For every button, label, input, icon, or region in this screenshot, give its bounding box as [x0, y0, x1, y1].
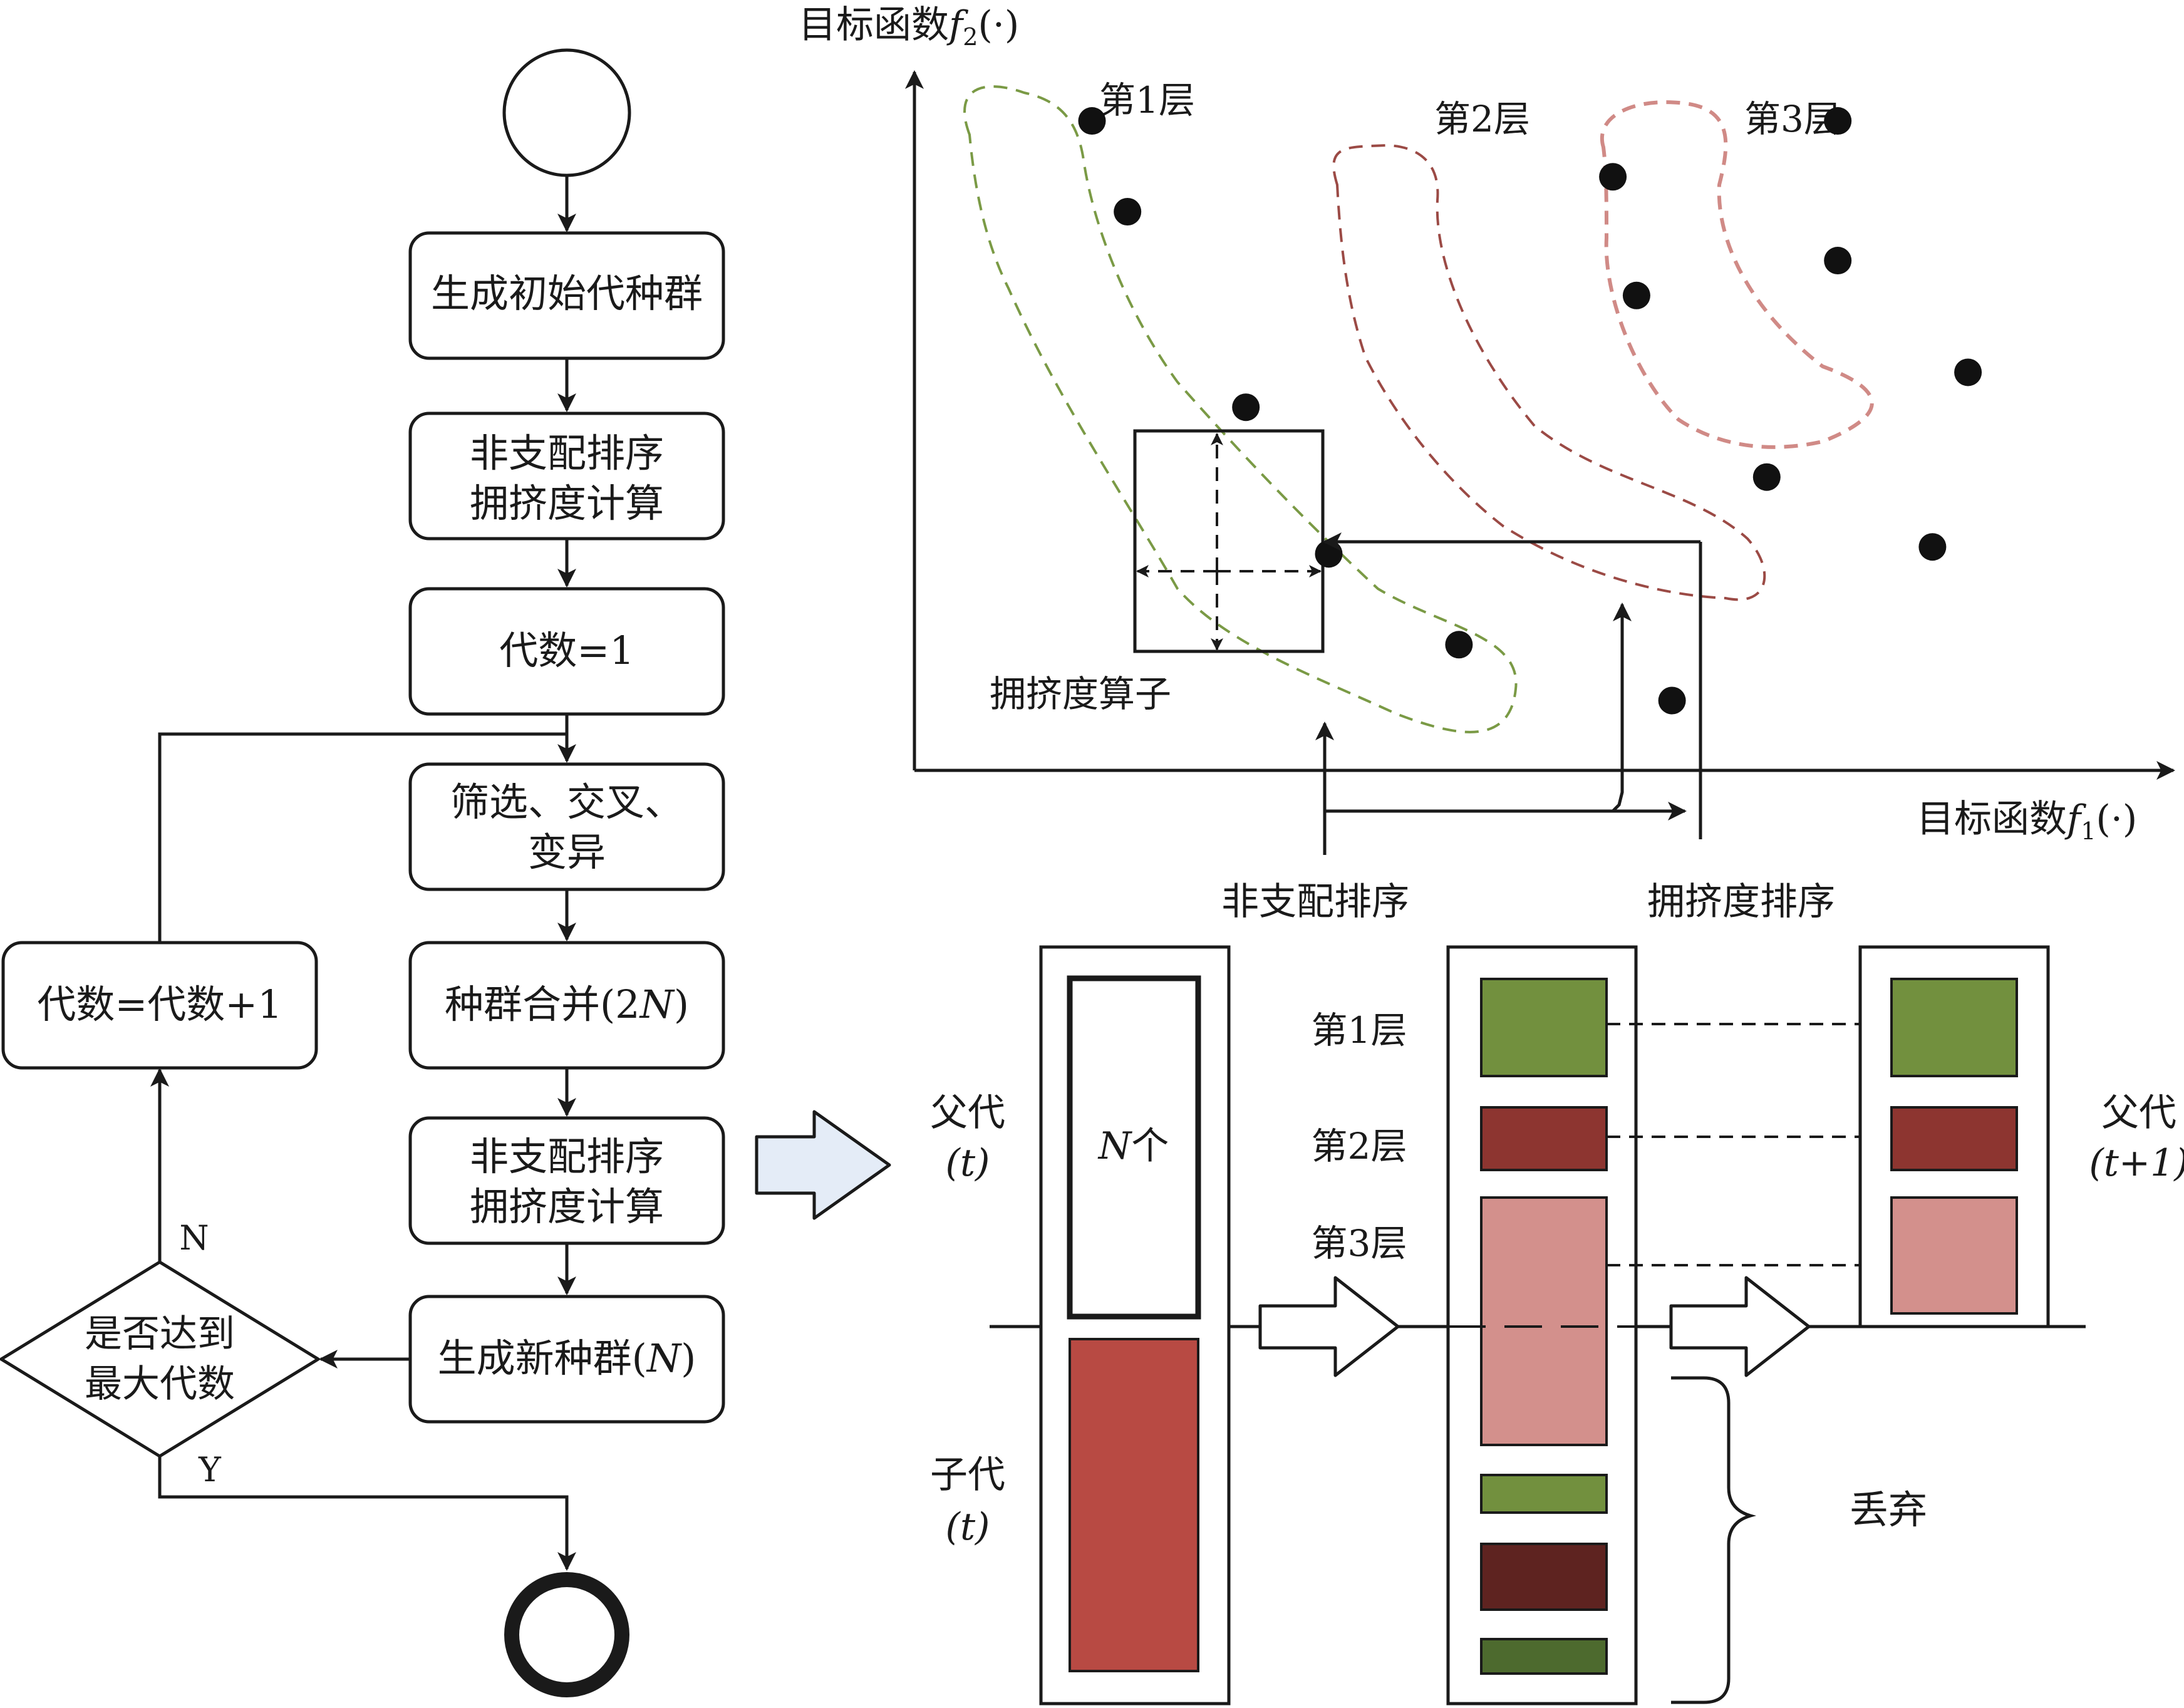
- select-transition-arrow: [1669, 1276, 1811, 1377]
- solution-point-layer1: [1315, 540, 1343, 568]
- layer3-contour: [1600, 100, 1874, 449]
- layer2-label: 第2层: [1434, 98, 1530, 140]
- generation-init-label: 代数=1: [499, 628, 634, 673]
- solution-point-layer2: [1599, 163, 1627, 191]
- solution-point-layer1: [1445, 631, 1473, 659]
- scatter-points: [1078, 107, 1982, 715]
- separator-gap: [1165, 1320, 1177, 1333]
- parent-t-sub: (t): [946, 1141, 990, 1185]
- offspring-block: [1069, 1338, 1199, 1672]
- max-generation-decision: [0, 1260, 321, 1458]
- discard-label: 丢弃: [1850, 1487, 1927, 1533]
- yes-branch-label: Y: [198, 1450, 222, 1489]
- next-layer3-block: [1890, 1196, 2018, 1315]
- transition-arrow: [755, 1110, 891, 1220]
- layer1-label: 第1层: [1099, 79, 1195, 122]
- next-layer1-block: [1890, 978, 2018, 1077]
- parent-block: [1067, 975, 1201, 1320]
- separator-gap: [1090, 1320, 1102, 1333]
- discard-brace: [1671, 1376, 1757, 1704]
- solution-point-layer1: [1658, 686, 1686, 715]
- merge-population-label: 种群合并(2N): [445, 981, 689, 1027]
- generation-increment-label: 代数=代数+1: [37, 981, 282, 1027]
- crowding-operator-label: 拥挤度算子: [990, 673, 1171, 715]
- solution-point-layer3: [1954, 358, 1982, 386]
- no-branch-label: N: [179, 1218, 209, 1258]
- discard-block-3: [1480, 1638, 1608, 1675]
- sorted-layer1-label: 第1层: [1312, 1009, 1407, 1052]
- scatter-panel: 目标函数f2(·) 目标函数f1(·) 第1层 第2层 第3层 拥挤度算子 非支…: [799, 3, 2175, 924]
- new-population-label: 生成新种群(N): [438, 1335, 696, 1381]
- end-node: [504, 1572, 629, 1697]
- population-panel: N个 父代 (t) 子代 (t) 第1层 第2层 第3层 父代: [930, 945, 2184, 1705]
- nondom-arrow-2: [1325, 603, 1632, 813]
- nondominated-sort-label: 非支配排序: [470, 430, 664, 476]
- nondominated-sort-label-2: 非支配排序: [470, 1134, 664, 1179]
- crowding-sort-caption: 拥挤度排序: [1647, 880, 1835, 924]
- solution-point-layer1: [1114, 198, 1142, 225]
- discard-block-2: [1480, 1543, 1608, 1611]
- sorted-layer3-block: [1480, 1196, 1608, 1446]
- loop-back-line: [158, 732, 567, 943]
- next-layer2-block: [1890, 1106, 2018, 1171]
- yes-branch-arrow: [158, 1456, 576, 1571]
- solution-point-layer2: [1752, 463, 1781, 491]
- start-node: [502, 48, 631, 177]
- decision-line2: 最大代数: [85, 1362, 235, 1406]
- sorted-layer3-label: 第3层: [1312, 1222, 1407, 1265]
- x-axis-label: 目标函数f1(·): [1917, 797, 2137, 845]
- solution-point-layer3: [1824, 107, 1852, 135]
- next-parent-sub: (t+1): [2089, 1141, 2184, 1185]
- layer2-contour: [1332, 143, 1766, 601]
- solution-point-layer3: [1824, 247, 1852, 275]
- next-parent-label: 父代: [2101, 1091, 2176, 1135]
- crowding-calc-label: 拥挤度计算: [470, 480, 664, 526]
- offspring-t-label: 子代: [930, 1453, 1005, 1497]
- nondominated-sort-caption: 非支配排序: [1221, 880, 1409, 924]
- crowding-cuboid: [1133, 429, 1325, 653]
- y-axis-label: 目标函数f2(·): [799, 3, 1019, 51]
- solution-point-layer2: [1918, 533, 1947, 561]
- sort-transition-arrow: [1258, 1276, 1400, 1377]
- solution-point-layer2: [1622, 281, 1650, 309]
- sorted-layer2-block: [1480, 1106, 1608, 1171]
- parent-count-label: N个: [1097, 1124, 1169, 1168]
- selection-label: 筛选、交叉、: [450, 779, 683, 825]
- offspring-t-sub: (t): [946, 1505, 990, 1549]
- init-population-label: 生成初始代种群: [431, 271, 703, 316]
- sorted-layer2-label: 第2层: [1312, 1125, 1407, 1167]
- flowchart: 生成初始代种群 非支配排序 拥挤度计算 代数=1 筛选、交叉、 变异 种群合并(…: [0, 48, 725, 1697]
- crowding-calc-label-2: 拥挤度计算: [470, 1184, 664, 1229]
- mutation-label: 变异: [528, 829, 606, 875]
- sorted-layer1-block: [1480, 978, 1608, 1077]
- discard-block-1: [1480, 1474, 1608, 1514]
- parent-t-label: 父代: [930, 1091, 1005, 1135]
- solution-point-layer1: [1232, 393, 1260, 422]
- solution-point-layer1: [1078, 107, 1106, 135]
- decision-line1: 是否达到: [85, 1312, 235, 1356]
